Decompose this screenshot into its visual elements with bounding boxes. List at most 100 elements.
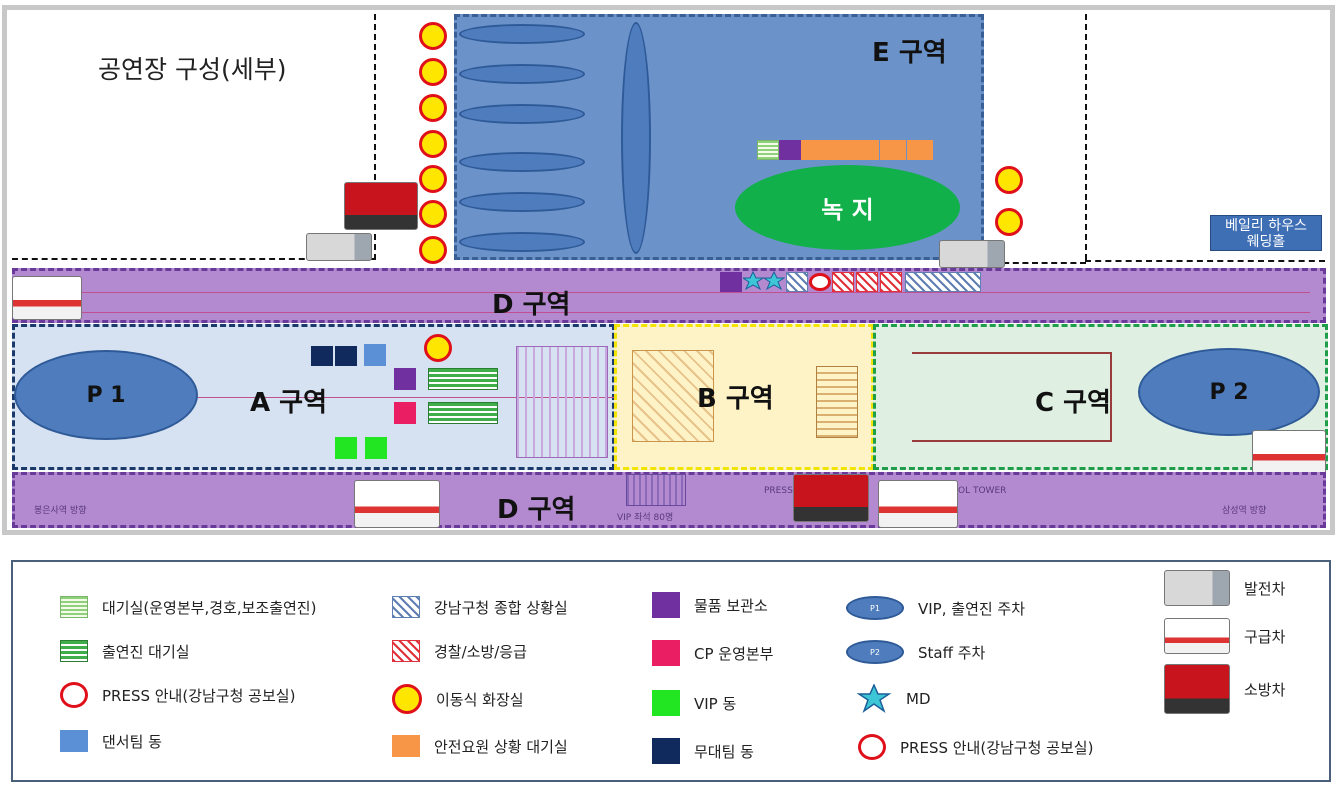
legend-item: 이동식 화장실 bbox=[392, 684, 524, 714]
seat-oval-1 bbox=[459, 24, 585, 44]
toilet-icon bbox=[419, 200, 447, 228]
legend-label: 안전요원 상황 대기실 bbox=[434, 737, 568, 756]
tower-label: OL TOWER bbox=[958, 486, 1007, 496]
toilet-icon bbox=[419, 130, 447, 158]
legend-item: 물품 보관소 bbox=[652, 592, 768, 618]
storage-a bbox=[394, 368, 416, 390]
legend-label: 물품 보관소 bbox=[694, 596, 768, 615]
gangnam-situation-room bbox=[786, 272, 808, 292]
boundary-mid-horizontal bbox=[984, 262, 1086, 264]
fire-truck-icon bbox=[344, 182, 418, 230]
legend-label: 발전차 bbox=[1244, 579, 1286, 598]
legend-item: 무대팀 동 bbox=[652, 738, 754, 764]
toilet-icon bbox=[419, 165, 447, 193]
gangnam-situation-room bbox=[905, 272, 981, 292]
legend-item: P2 Staff 주차 bbox=[846, 640, 985, 664]
green-area: 녹 지 bbox=[735, 165, 960, 250]
legend-label: 구급차 bbox=[1244, 627, 1286, 646]
vip-room bbox=[365, 437, 387, 459]
legend-label: CP 운영본부 bbox=[694, 644, 774, 663]
fire-truck-icon bbox=[793, 474, 869, 522]
legend-item: 출연진 대기실 bbox=[60, 640, 190, 662]
legend-item: VIP 동 bbox=[652, 690, 736, 716]
safety-room-swatch bbox=[392, 735, 420, 757]
press-label: PRESS bbox=[764, 486, 793, 496]
cp-hq bbox=[394, 402, 416, 424]
direction-left: 봉은사역 방향 bbox=[34, 506, 87, 516]
parking-p1-swatch: P1 bbox=[846, 596, 904, 620]
parking-badge: P1 bbox=[870, 603, 880, 613]
legend-item: PRESS 안내(강남구청 공보실) bbox=[60, 682, 295, 708]
safety-room-e-2 bbox=[880, 140, 906, 160]
seat-oval-2 bbox=[459, 64, 585, 84]
legend-item: CP 운영본부 bbox=[652, 640, 774, 666]
toilet-icon bbox=[419, 236, 447, 264]
toilet-icon bbox=[424, 334, 452, 362]
police-fire-emergency bbox=[832, 272, 854, 292]
zone-a-label: A 구역 bbox=[250, 388, 328, 418]
zone-b-label: B 구역 bbox=[697, 384, 774, 414]
safety-room-e-3 bbox=[907, 140, 933, 160]
toilet-icon bbox=[995, 208, 1023, 236]
ambulance-icon bbox=[12, 276, 82, 320]
parking-p2-swatch: P2 bbox=[846, 640, 904, 664]
plan-line bbox=[80, 312, 1310, 313]
generator-truck-icon bbox=[1164, 570, 1230, 606]
legend-item: 구급차 bbox=[1164, 618, 1285, 654]
stage-team bbox=[311, 346, 333, 366]
toilet-icon bbox=[392, 684, 422, 714]
plan-line bbox=[80, 292, 1310, 293]
legend-label: MD bbox=[906, 690, 931, 708]
performer-room-swatch bbox=[60, 640, 88, 662]
boundary-right-vertical bbox=[1085, 14, 1087, 260]
legend-label: 무대팀 동 bbox=[694, 742, 754, 761]
stage-structure-b bbox=[632, 350, 714, 442]
legend-label: Staff 주차 bbox=[918, 643, 986, 662]
parking-badge: P2 bbox=[870, 647, 880, 657]
generator-truck-icon bbox=[939, 240, 1005, 268]
ambulance-icon bbox=[1252, 430, 1326, 474]
toilet-icon bbox=[419, 22, 447, 50]
zone-e-label: E 구역 bbox=[872, 38, 947, 68]
stage-team-swatch bbox=[652, 738, 680, 764]
legend-item: 소방차 bbox=[1164, 664, 1285, 714]
dancer-team bbox=[364, 344, 386, 366]
performer-wait-room bbox=[428, 368, 498, 390]
seat-oval-6 bbox=[459, 232, 585, 252]
police-fire-emergency bbox=[856, 272, 878, 292]
seat-oval-3 bbox=[459, 104, 585, 124]
toilet-icon bbox=[419, 58, 447, 86]
md-icon bbox=[856, 684, 892, 713]
stage-structure-a bbox=[516, 346, 608, 458]
parking-p1: P 1 bbox=[14, 350, 198, 440]
toilet-icon bbox=[995, 166, 1023, 194]
ambulance-icon bbox=[878, 480, 958, 528]
wait-room-e bbox=[757, 140, 779, 160]
legend-label: 이동식 화장실 bbox=[436, 690, 524, 709]
police-fire-swatch bbox=[392, 640, 420, 662]
storage-swatch bbox=[652, 592, 680, 618]
legend-label: PRESS 안내(강남구청 공보실) bbox=[900, 738, 1094, 757]
stage-team bbox=[335, 346, 357, 366]
vip-room-swatch bbox=[652, 690, 680, 716]
building-name: 베일리 하우스 웨딩홀 bbox=[1225, 218, 1307, 250]
legend-label: 경찰/소방/응급 bbox=[434, 642, 527, 661]
vertical-oval bbox=[621, 22, 651, 254]
legend-label: PRESS 안내(강남구청 공보실) bbox=[102, 686, 296, 705]
safety-room-e-1 bbox=[801, 140, 879, 160]
seat-oval-4 bbox=[459, 152, 585, 172]
generator-truck-icon bbox=[306, 233, 372, 261]
legend-item: 안전요원 상황 대기실 bbox=[392, 735, 568, 757]
situation-room-swatch bbox=[392, 596, 420, 618]
stage-structure-b2 bbox=[816, 366, 858, 438]
legend-item: 경찰/소방/응급 bbox=[392, 640, 527, 662]
legend-item: PRESS 안내(강남구청 공보실) bbox=[858, 734, 1093, 760]
vip-room bbox=[335, 437, 357, 459]
legend-item: 발전차 bbox=[1164, 570, 1285, 606]
page-title: 공연장 구성(세부) bbox=[98, 55, 287, 84]
boundary-right-horizontal bbox=[1085, 260, 1325, 262]
zone-d-top bbox=[12, 268, 1326, 323]
ambulance-icon bbox=[354, 480, 440, 528]
ambulance-icon bbox=[1164, 618, 1230, 654]
parking-p2: P 2 bbox=[1138, 348, 1320, 436]
